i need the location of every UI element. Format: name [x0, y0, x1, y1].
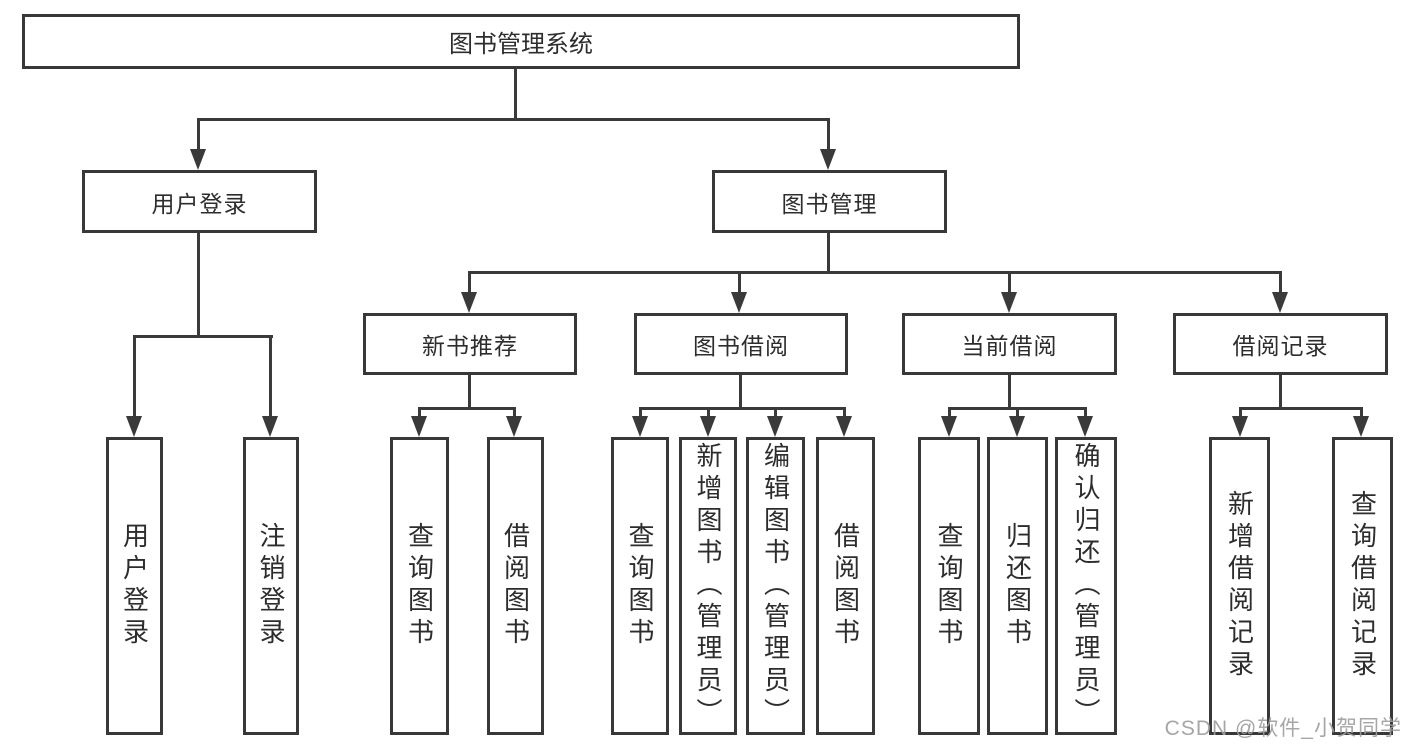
- connector-line: [418, 407, 421, 420]
- node-borrow-records: 借阅记录: [1173, 313, 1388, 375]
- connector-line: [1239, 407, 1363, 410]
- connector-line: [774, 407, 777, 420]
- connector-line: [639, 407, 846, 410]
- node-label: 图书借阅: [693, 333, 789, 359]
- connector-line: [738, 271, 741, 295]
- leaf-recommend-borrow-books: 借阅图书: [487, 437, 544, 735]
- node-label: 用户登录: [119, 522, 150, 650]
- node-label: 查询借阅记录: [1347, 490, 1378, 682]
- node-label: 新增图书（管理员）: [693, 442, 723, 730]
- leaf-add-borrow-record: 新增借阅记录: [1209, 437, 1270, 735]
- arrow-down-icon: [1272, 292, 1288, 313]
- arrow-down-icon: [836, 416, 852, 437]
- node-label: 图书管理系统: [449, 31, 593, 58]
- leaf-recommend-query-books: 查询图书: [390, 437, 449, 735]
- node-label: 确认归还（管理员）: [1071, 442, 1101, 730]
- arrow-down-icon: [126, 416, 142, 437]
- arrow-down-icon: [1353, 416, 1369, 437]
- connector-line: [197, 233, 200, 337]
- leaf-borrow-query-books: 查询图书: [611, 437, 669, 735]
- leaf-current-query-books: 查询图书: [918, 437, 980, 735]
- connector-line: [133, 335, 136, 419]
- csdn-watermark: CSDN @软件_小贺同学: [1164, 717, 1402, 740]
- connector-line: [197, 118, 200, 152]
- arrow-down-icon: [506, 416, 522, 437]
- connector-line: [1279, 271, 1282, 295]
- node-label: 注销登录: [256, 522, 286, 650]
- arrow-down-icon: [461, 292, 477, 313]
- leaf-add-books-admin: 新增图书（管理员）: [679, 437, 737, 735]
- connector-line: [269, 335, 272, 419]
- connector-line: [948, 407, 951, 420]
- arrow-down-icon: [1001, 292, 1017, 313]
- node-label: 编辑图书（管理员）: [760, 442, 791, 730]
- node-book-management: 图书管理: [712, 170, 947, 233]
- connector-line: [827, 233, 830, 274]
- node-label: 借阅记录: [1232, 333, 1329, 359]
- node-library-management-system: 图书管理系统: [22, 14, 1020, 69]
- node-label: 新增借阅记录: [1224, 490, 1255, 682]
- connector-line: [843, 407, 846, 420]
- connector-line: [739, 375, 742, 409]
- leaf-confirm-return-admin: 确认归还（管理员）: [1055, 437, 1117, 735]
- arrow-down-icon: [190, 149, 206, 170]
- connector-line: [707, 407, 710, 420]
- arrow-down-icon: [1009, 416, 1025, 437]
- arrow-down-icon: [411, 416, 427, 437]
- arrow-down-icon: [1232, 416, 1248, 437]
- connector-line: [197, 118, 830, 121]
- arrow-down-icon: [700, 416, 716, 437]
- arrow-down-icon: [632, 416, 648, 437]
- node-label: 新书推荐: [422, 333, 518, 359]
- node-label: 借阅图书: [500, 522, 531, 650]
- connector-line: [1239, 407, 1242, 420]
- connector-line: [1008, 271, 1011, 295]
- connector-line: [513, 407, 516, 420]
- connector-line: [468, 271, 1282, 274]
- connector-line: [418, 407, 516, 410]
- node-book-borrow: 图书借阅: [634, 313, 848, 375]
- arrow-down-icon: [941, 416, 957, 437]
- connector-line: [639, 407, 642, 420]
- connector-line: [133, 335, 273, 338]
- leaf-edit-books-admin: 编辑图书（管理员）: [746, 437, 805, 735]
- node-label: 借阅图书: [830, 522, 861, 650]
- node-current-borrow: 当前借阅: [902, 313, 1117, 375]
- connector-line: [1360, 407, 1363, 420]
- node-label: 查询图书: [934, 522, 964, 650]
- node-user-login: 用户登录: [82, 170, 317, 233]
- connector-line: [468, 271, 471, 295]
- arrow-down-icon: [262, 416, 278, 437]
- connector-line: [1084, 407, 1087, 420]
- node-label: 图书管理: [781, 190, 878, 217]
- leaf-logout: 注销登录: [243, 437, 299, 735]
- node-label: 查询图书: [625, 522, 655, 650]
- arrow-down-icon: [820, 149, 836, 170]
- node-label: 当前借阅: [961, 333, 1058, 359]
- arrow-down-icon: [731, 292, 747, 313]
- connector-line: [468, 375, 471, 409]
- leaf-query-borrow-record: 查询借阅记录: [1332, 437, 1393, 735]
- connector-line: [1016, 407, 1019, 420]
- node-label: 查询图书: [404, 522, 435, 650]
- leaf-return-books: 归还图书: [987, 437, 1048, 735]
- connector-line: [827, 118, 830, 152]
- node-new-book-recommend: 新书推荐: [363, 313, 577, 375]
- arrow-down-icon: [767, 416, 783, 437]
- leaf-borrow-books: 借阅图书: [816, 437, 875, 735]
- connector-line: [1008, 375, 1011, 409]
- node-label: 归还图书: [1002, 522, 1033, 650]
- connector-line: [1279, 375, 1282, 409]
- connector-line: [514, 67, 517, 118]
- node-label: 用户登录: [151, 190, 248, 217]
- leaf-user-login: 用户登录: [106, 437, 163, 735]
- arrow-down-icon: [1077, 416, 1093, 437]
